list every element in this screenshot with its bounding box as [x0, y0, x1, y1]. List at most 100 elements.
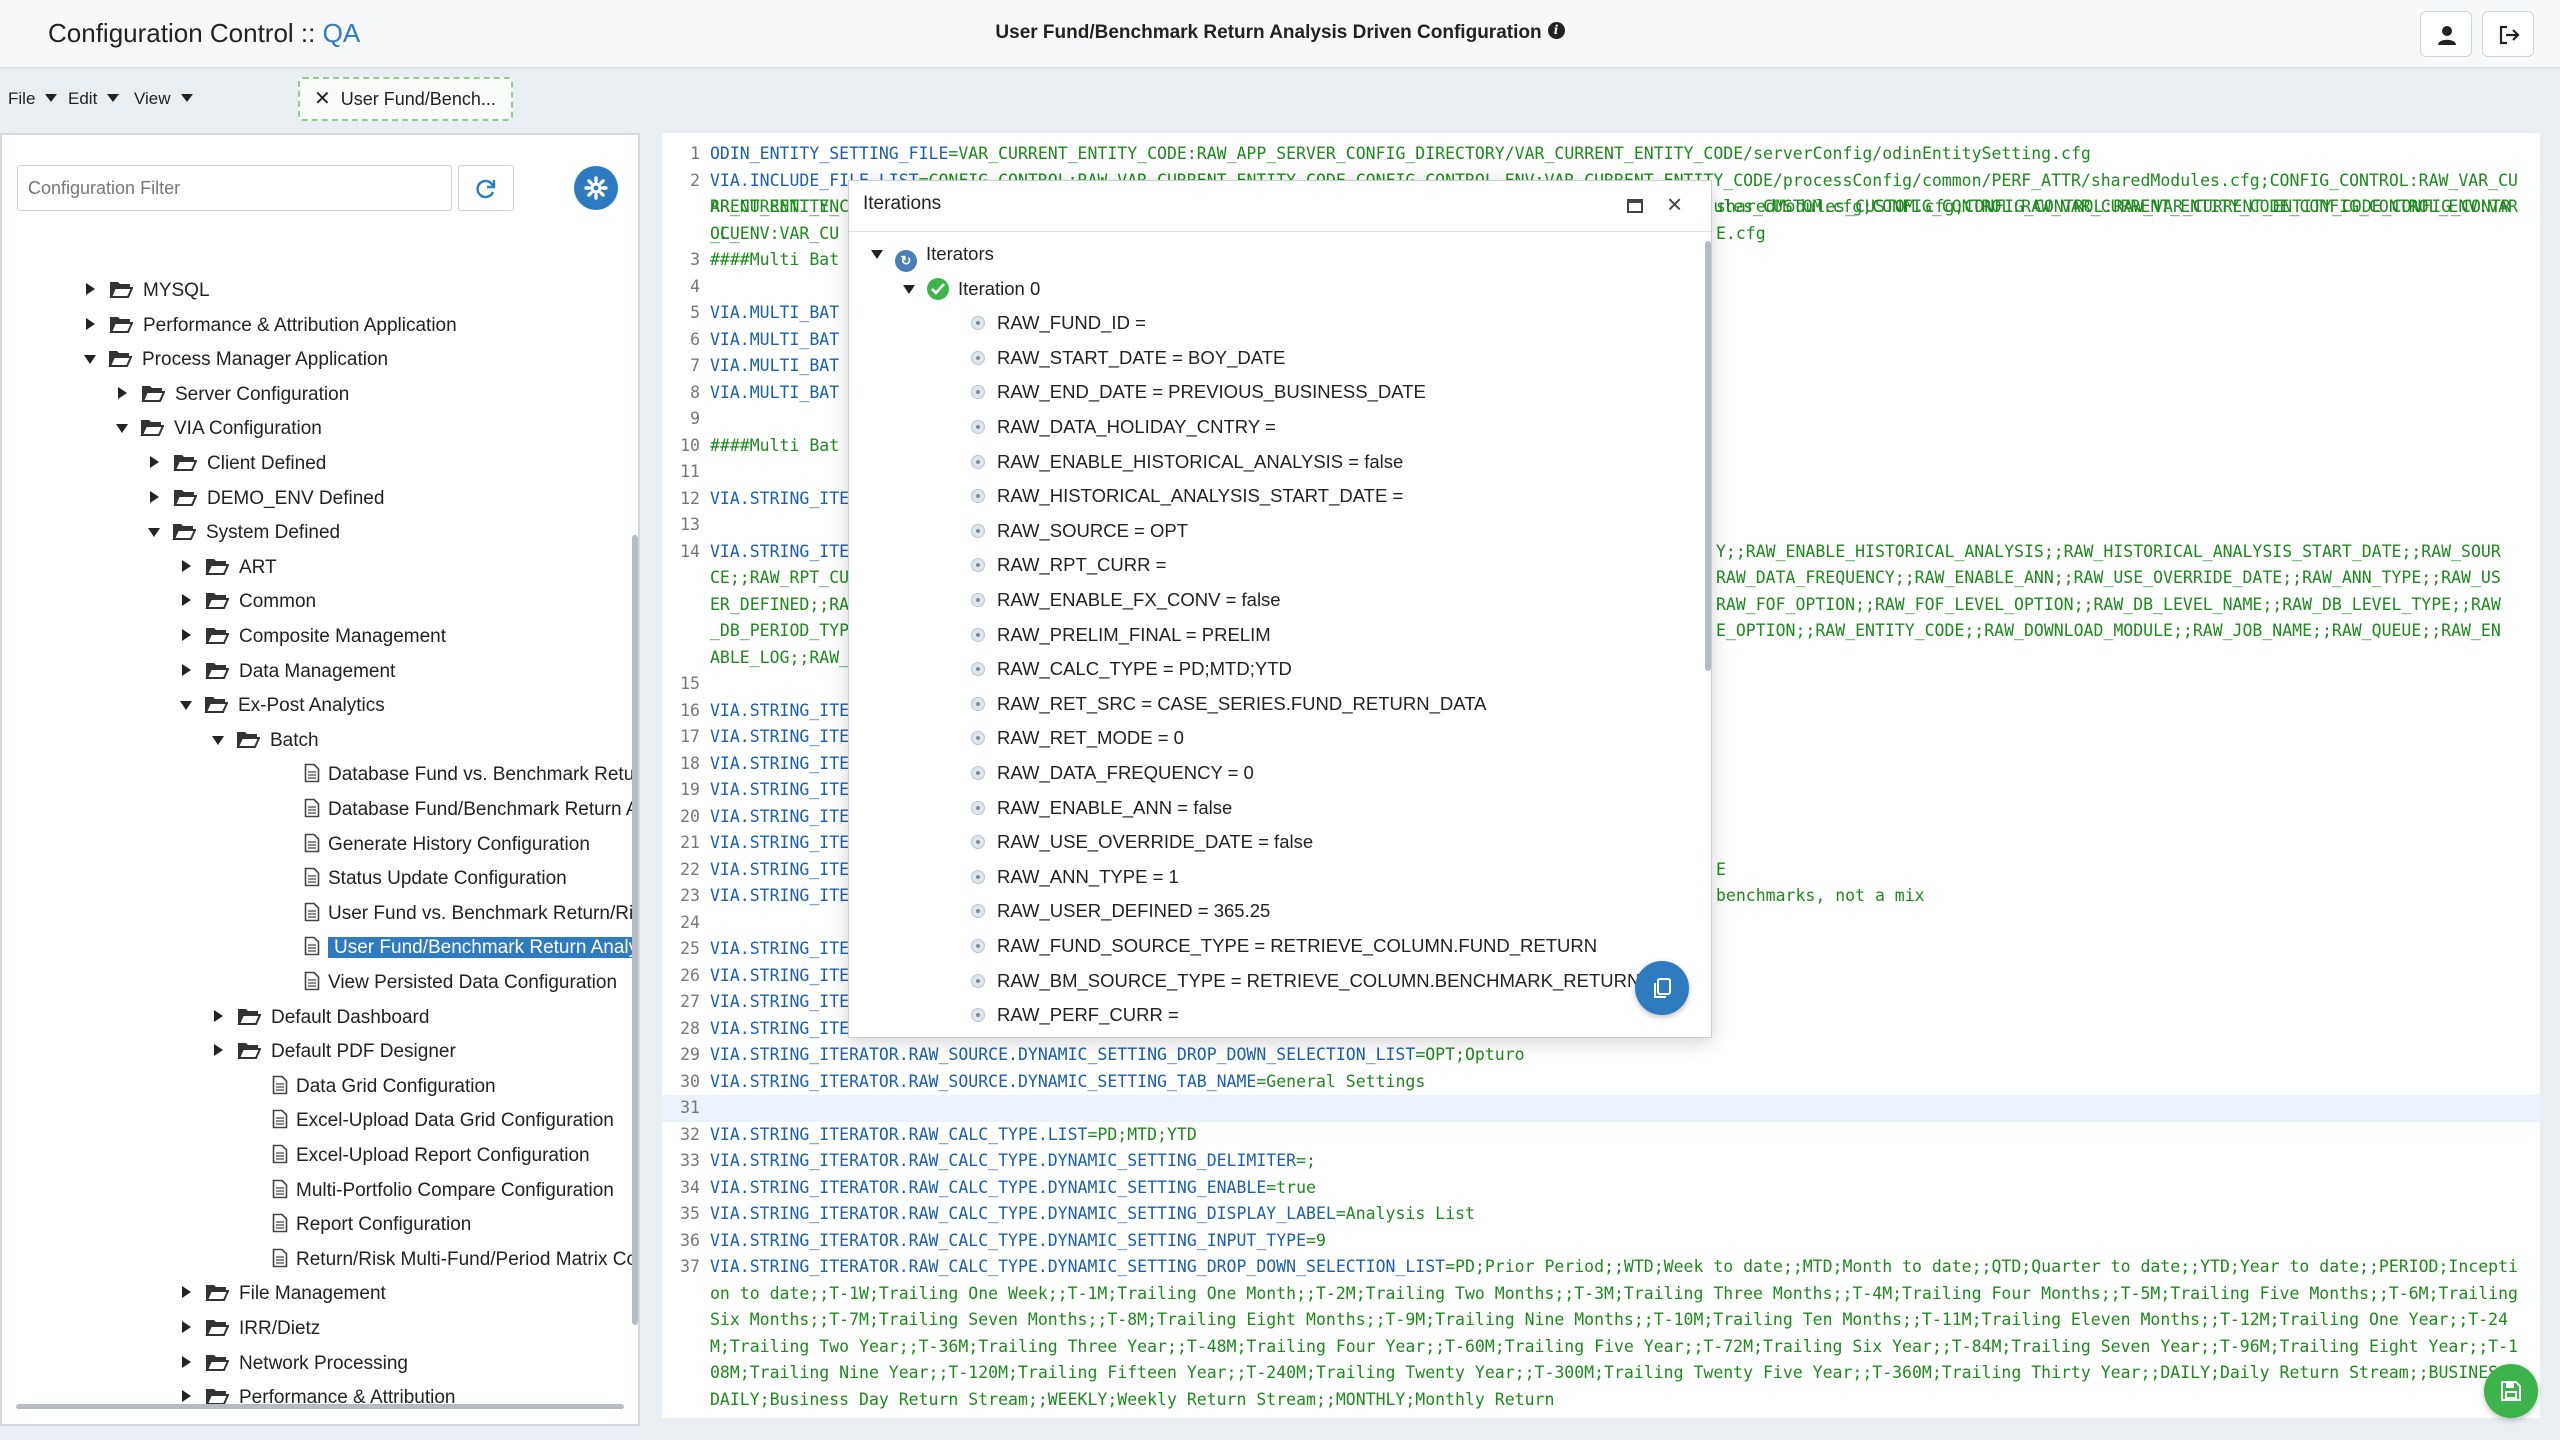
- tree-folder[interactable]: Composite Management: [182, 620, 446, 654]
- chevron-down-icon[interactable]: [212, 735, 224, 745]
- chevron-right-icon[interactable]: [182, 594, 191, 607]
- settings-button[interactable]: [574, 166, 618, 210]
- configuration-filter-input[interactable]: [17, 165, 452, 211]
- tree-folder[interactable]: Ex-Post Analytics: [180, 689, 385, 723]
- iteration-variable[interactable]: RAW_HISTORICAL_ANALYSIS_START_DATE =: [971, 479, 1403, 513]
- chevron-right-icon[interactable]: [86, 317, 95, 330]
- tree-file[interactable]: Return/Risk Multi-Fund/Period Matrix Con…: [272, 1243, 638, 1277]
- tree-file[interactable]: Status Update Configuration: [304, 862, 567, 896]
- tree-horizontal-scrollbar[interactable]: [16, 1404, 624, 1409]
- info-icon[interactable]: i: [1547, 22, 1565, 39]
- code-line[interactable]: 15: [662, 671, 2540, 698]
- chevron-right-icon[interactable]: [118, 386, 127, 399]
- close-icon[interactable]: ×: [1667, 189, 1683, 219]
- chevron-right-icon[interactable]: [182, 629, 191, 641]
- copy-button[interactable]: [1635, 961, 1689, 1015]
- chevron-right-icon[interactable]: [182, 663, 191, 676]
- tree-folder[interactable]: VIA Configuration: [116, 412, 322, 446]
- tree-folder[interactable]: IRR/Dietz: [182, 1312, 320, 1346]
- close-tab-icon[interactable]: ✕: [314, 88, 331, 110]
- tree-folder[interactable]: File Management: [182, 1277, 386, 1311]
- iteration-variable[interactable]: RAW_START_DATE = BOY_DATE: [971, 341, 1285, 375]
- iteration-variable[interactable]: RAW_PRELIM_FINAL = PRELIM: [971, 618, 1271, 652]
- chevron-right-icon[interactable]: [214, 1044, 223, 1057]
- dialog-scrollbar[interactable]: [1705, 241, 1711, 671]
- tree-vertical-scrollbar[interactable]: [632, 535, 638, 1325]
- chevron-right-icon[interactable]: [86, 283, 95, 295]
- tree-file[interactable]: Excel-Upload Report Configuration: [272, 1139, 590, 1173]
- tree-file[interactable]: Excel-Upload Data Grid Configuration: [272, 1104, 614, 1138]
- chevron-right-icon[interactable]: [150, 456, 159, 468]
- tree-folder[interactable]: Client Defined: [150, 447, 326, 481]
- tree-folder[interactable]: Performance & Attribution Application: [86, 309, 457, 343]
- refresh-button[interactable]: [458, 165, 514, 211]
- tree-file[interactable]: Report Configuration: [272, 1208, 471, 1242]
- code-line[interactable]: 4: [662, 274, 2540, 301]
- iteration-variable[interactable]: RAW_FUND_SOURCE_TYPE = RETRIEVE_COLUMN.F…: [971, 929, 1597, 963]
- chevron-right-icon[interactable]: [182, 1390, 191, 1403]
- iteration-variable[interactable]: RAW_ENABLE_ANN = false: [971, 791, 1232, 825]
- iteration-variable[interactable]: RAW_FUND_ID =: [971, 306, 1146, 340]
- chevron-down-icon[interactable]: [871, 250, 883, 259]
- iteration-variable[interactable]: RAW_USE_OVERRIDE_DATE = false: [971, 825, 1313, 859]
- chevron-right-icon[interactable]: [150, 490, 159, 503]
- iteration-variable[interactable]: RAW_DATA_FREQUENCY = 0: [971, 756, 1254, 790]
- maximize-icon[interactable]: [1624, 195, 1646, 217]
- menu-view[interactable]: View: [134, 89, 193, 109]
- tree-file[interactable]: View Persisted Data Configuration: [304, 966, 617, 1000]
- chevron-down-icon[interactable]: [903, 284, 915, 294]
- iterators-node[interactable]: ↻Iterators: [871, 237, 994, 272]
- chevron-down-icon[interactable]: [180, 701, 192, 711]
- chevron-right-icon[interactable]: [182, 1321, 191, 1333]
- tree-folder[interactable]: Default PDF Designer: [214, 1035, 456, 1069]
- tree-file[interactable]: Database Fund vs. Benchmark Return/R: [304, 758, 638, 792]
- tree-folder[interactable]: Process Manager Application: [84, 343, 388, 377]
- tree-file[interactable]: Generate History Configuration: [304, 828, 590, 862]
- chevron-down-icon[interactable]: [148, 528, 160, 538]
- iteration-variable[interactable]: RAW_END_DATE = PREVIOUS_BUSINESS_DATE: [971, 375, 1426, 409]
- tree-file[interactable]: User Fund/Benchmark Return Analysis D: [304, 931, 638, 965]
- iteration-variable[interactable]: RAW_RET_MODE = 0: [971, 721, 1184, 755]
- code-line[interactable]: 10####Multi Bat: [662, 433, 2540, 460]
- logout-button[interactable]: [2482, 11, 2534, 57]
- chevron-down-icon[interactable]: [84, 355, 96, 365]
- iteration-variable[interactable]: RAW_BM_SOURCE_TYPE = RETRIEVE_COLUMN.BEN…: [971, 964, 1640, 998]
- code-line[interactable]: 13: [662, 512, 2540, 539]
- code-line[interactable]: 31: [662, 1095, 2540, 1122]
- code-line[interactable]: 9: [662, 406, 2540, 433]
- code-line[interactable]: 11: [662, 459, 2540, 486]
- code-line[interactable]: 24: [662, 910, 2540, 937]
- tree-folder[interactable]: MYSQL: [86, 274, 210, 308]
- chevron-right-icon[interactable]: [182, 559, 191, 572]
- iteration-variable[interactable]: RAW_RPT_CURR =: [971, 548, 1166, 582]
- code-line[interactable]: 3####Multi Bat: [662, 247, 2540, 274]
- environment-label[interactable]: QA: [322, 18, 361, 48]
- tree-folder[interactable]: DEMO_ENV Defined: [150, 482, 384, 516]
- tree-folder[interactable]: Network Processing: [182, 1347, 408, 1381]
- iteration-variable[interactable]: RAW_SOURCE = OPT: [971, 514, 1188, 548]
- tree-file[interactable]: Database Fund/Benchmark Return Analy: [304, 793, 638, 827]
- chevron-down-icon[interactable]: [116, 424, 128, 434]
